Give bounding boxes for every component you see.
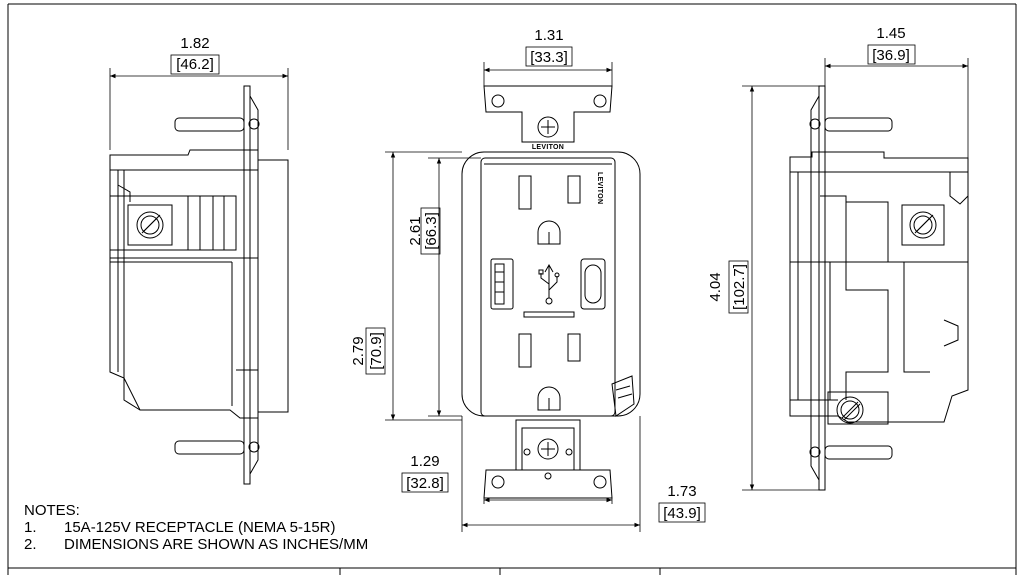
front-outer-height-in: 2.79 [350,336,367,365]
note-item-2: 2. DIMENSIONS ARE SHOWN AS INCHES/MM [24,536,368,553]
right-dimensions [728,44,969,491]
left-side-view [109,85,289,485]
front-top-width-mm: [33.3] [530,49,568,66]
right-depth-mm: [36.9] [872,47,910,64]
front-overall-width-in: 1.73 [667,483,696,500]
left-width-in: 1.82 [180,35,209,52]
note-text: 15A-125V RECEPTACLE (NEMA 5-15R) [64,519,336,536]
right-side-view [789,85,969,491]
right-height-mm: [102.7] [731,264,748,310]
note-number: 2. [24,536,37,553]
left-width-dimension [109,54,289,150]
notes-block: NOTES: 1. 15A-125V RECEPTACLE (NEMA 5-15… [24,502,368,553]
front-inner-height-in: 2.61 [407,216,424,245]
front-overall-width-mm: [43.9] [663,505,701,522]
front-strap-width-in: 1.29 [410,453,439,470]
note-number: 1. [24,519,37,536]
left-width-mm: [46.2] [176,56,214,73]
front-inner-height-mm: [66.3] [423,212,440,250]
front-outer-height-mm: [70.9] [368,332,385,370]
strap-brand-label: LEVITON [532,144,564,151]
right-height-in: 4.04 [707,272,724,301]
front-strap-width-mm: [32.8] [406,475,444,492]
note-item-1: 1. 15A-125V RECEPTACLE (NEMA 5-15R) [24,519,368,536]
note-text: DIMENSIONS ARE SHOWN AS INCHES/MM [64,536,369,553]
face-brand-label: LEVITON [596,172,603,204]
front-top-width-in: 1.31 [534,27,563,44]
front-dimensions [365,46,706,532]
right-depth-in: 1.45 [876,25,905,42]
front-view [461,85,641,499]
drawing-frame [7,3,1017,575]
notes-title: NOTES: [24,502,80,519]
